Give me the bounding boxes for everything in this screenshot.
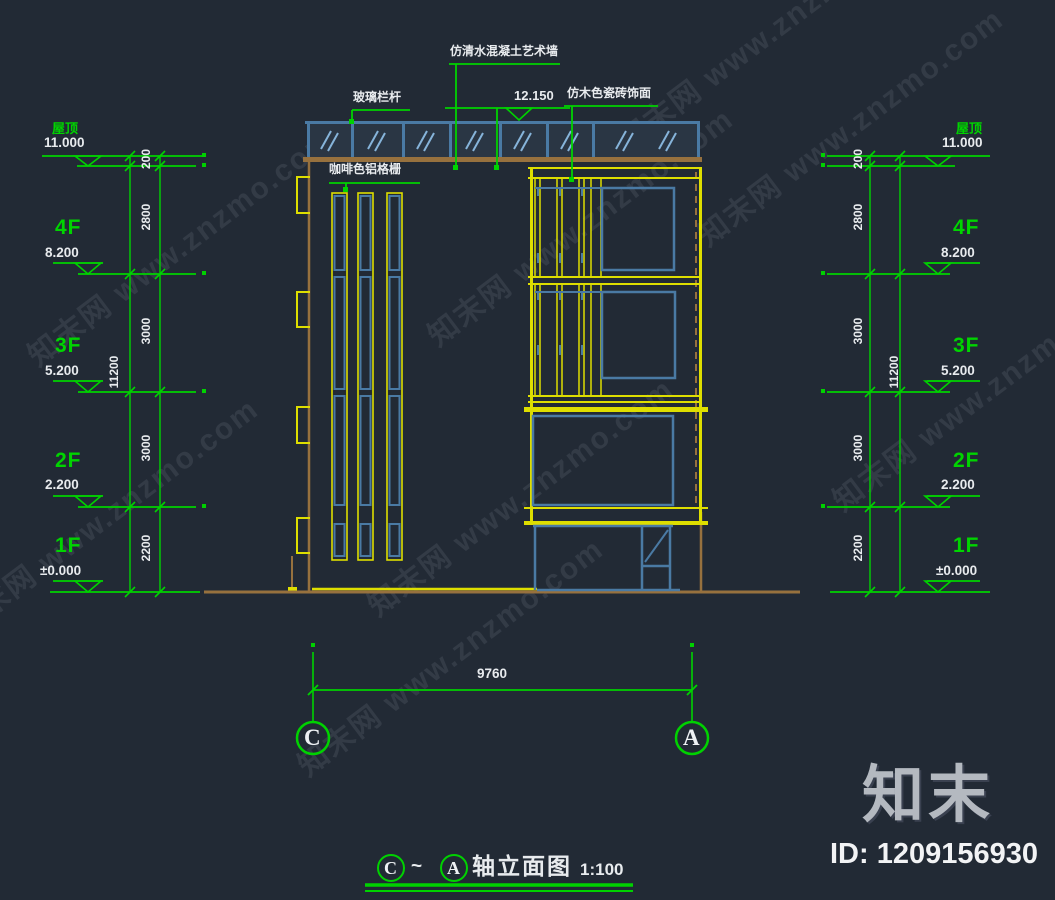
title-underline [365, 854, 633, 892]
level-elevation: 2.200 [45, 477, 79, 492]
dim-3000: 3000 [851, 317, 865, 345]
title-axis-to: A [447, 858, 460, 878]
annotation-tile-finish: 仿木色瓷砖饰面 [567, 86, 652, 100]
right-dimension-lines [821, 150, 990, 598]
dim-2200: 2200 [851, 534, 865, 562]
left-facade-brackets [296, 176, 310, 554]
level-label: 屋顶 [956, 121, 983, 136]
level-label: 3F [953, 334, 980, 357]
level-elevation: ±0.000 [936, 563, 978, 578]
dim-200: 200 [851, 148, 865, 170]
walls-and-ground [204, 157, 800, 594]
left-dimension-lines [42, 150, 206, 598]
level-label: 4F [55, 216, 82, 239]
level-elevation: 8.200 [941, 245, 975, 260]
level-label: 3F [55, 334, 82, 357]
dim-11200: 11200 [887, 355, 901, 389]
annotation-parapet-level: 12.150 [514, 88, 554, 103]
annotation-grille: 咖啡色铝格栅 [329, 162, 402, 176]
building-elevation [204, 121, 800, 594]
dim-2200: 2200 [139, 534, 153, 562]
bottom-dimension: 9760 [477, 666, 508, 681]
grille-strips [331, 192, 403, 561]
level-elevation: 5.200 [45, 363, 79, 378]
level-label: 2F [55, 449, 82, 472]
dim-3000: 3000 [851, 434, 865, 462]
level-elevation: 2.200 [941, 477, 975, 492]
level-label: 4F [953, 216, 980, 239]
level-label: 屋顶 [52, 121, 79, 136]
annotation-glass-railing: 玻璃栏杆 [353, 90, 402, 104]
dim-200: 200 [139, 148, 153, 170]
axis-bubble-a: A [683, 725, 700, 750]
right-window-block [524, 167, 708, 590]
drawing-id: ID: 1209156930 [830, 838, 1038, 870]
drawing-scale: 1:100 [580, 860, 624, 879]
dim-2800: 2800 [851, 203, 865, 231]
axis-bubble-c: C [304, 725, 321, 750]
roof-glass-railing [305, 121, 700, 158]
level-label: 1F [953, 534, 980, 557]
level-label: 1F [55, 534, 82, 557]
annotation-concrete-wall: 仿清水混凝土艺术墙 [450, 44, 559, 58]
dim-3000: 3000 [139, 434, 153, 462]
title-tilde: ~ [411, 856, 423, 877]
drawing-title: 轴立面图 [472, 853, 572, 879]
level-elevation: 11.000 [942, 135, 983, 150]
level-elevation: ±0.000 [40, 563, 82, 578]
level-elevation: 5.200 [941, 363, 975, 378]
level-elevation: 8.200 [45, 245, 79, 260]
dim-11200: 11200 [107, 355, 121, 389]
level-elevation: 11.000 [44, 135, 85, 150]
znzmo-logo: 知末 [862, 761, 995, 830]
dim-3000: 3000 [139, 317, 153, 345]
bottom-axis-dimension [295, 643, 710, 756]
dim-2800: 2800 [139, 203, 153, 231]
title-axis-from: C [384, 858, 397, 878]
annotation-leaders [329, 63, 658, 192]
level-label: 2F [953, 449, 980, 472]
